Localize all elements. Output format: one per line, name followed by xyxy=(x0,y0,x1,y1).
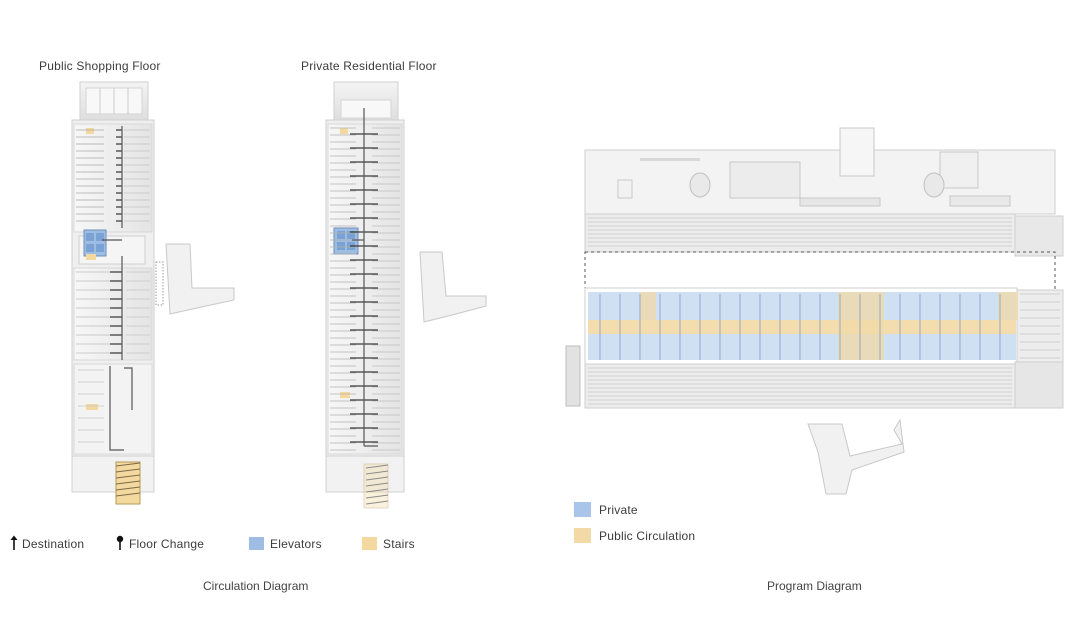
public-circulation-swatch xyxy=(574,528,591,543)
shopping-floor-title: Public Shopping Floor xyxy=(39,59,161,73)
destination-arrow-icon xyxy=(10,535,18,551)
shopping-wing-edge xyxy=(155,261,164,306)
shopping-shop-units xyxy=(76,129,150,497)
shopping-circulation-path xyxy=(102,126,133,451)
program-plan xyxy=(565,127,1064,495)
program-grid-lines xyxy=(588,217,1060,405)
stairs-swatch xyxy=(362,537,377,550)
legend-public-circulation-label: Public Circulation xyxy=(599,529,696,543)
floor-change-pin-icon xyxy=(116,535,124,551)
residential-floor-plan xyxy=(325,81,405,509)
legend-private-label: Private xyxy=(599,503,638,517)
residential-circulation-path xyxy=(352,108,378,447)
legend-stairs-label: Stairs xyxy=(383,537,415,551)
legend-destination-label: Destination xyxy=(22,537,85,551)
residential-units xyxy=(330,127,400,505)
shopping-floor-plan xyxy=(71,81,155,505)
program-diagram-caption: Program Diagram xyxy=(767,579,862,593)
elevators-swatch xyxy=(249,537,264,550)
shopping-wing-block xyxy=(165,243,235,315)
legend-floor-change-label: Floor Change xyxy=(129,537,205,551)
legend-elevators-label: Elevators xyxy=(270,537,322,551)
private-swatch xyxy=(574,502,591,517)
residential-floor-title: Private Residential Floor xyxy=(301,59,437,73)
residential-wing-block xyxy=(419,251,487,323)
circulation-diagram-caption: Circulation Diagram xyxy=(203,579,309,593)
